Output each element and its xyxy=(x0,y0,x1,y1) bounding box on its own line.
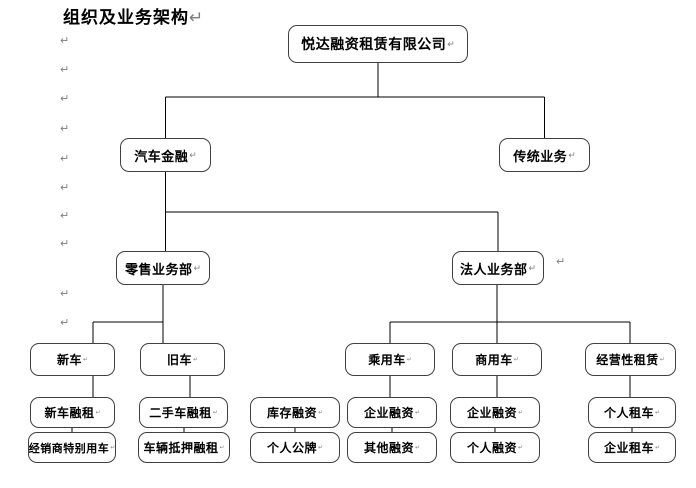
org-box-personal-public-plate[interactable]: 个人公牌↵ xyxy=(250,432,340,463)
paragraph-mark: ↵ xyxy=(60,182,70,194)
paragraph-mark: ↵ xyxy=(60,153,70,165)
org-box-used-car-finance-lease[interactable]: 二手车融租↵ xyxy=(139,397,228,428)
paragraph-mark: ↵ xyxy=(654,445,661,451)
paragraph-mark: ↵ xyxy=(556,256,566,268)
box-label: 企业租车 xyxy=(603,441,654,455)
org-box-used-car[interactable]: 旧车↵ xyxy=(140,343,225,376)
box-label: 零售业务部 xyxy=(124,261,193,277)
paragraph-mark: ↵ xyxy=(110,445,116,451)
paragraph-mark: ↵ xyxy=(60,123,70,135)
paragraph-mark: ↵ xyxy=(654,410,661,416)
paragraph-mark: ↵ xyxy=(447,38,455,49)
paragraph-mark: ↵ xyxy=(317,410,324,416)
box-label: 传统业务 xyxy=(513,148,568,164)
org-box-vehicle-mortgage-lease[interactable]: 车辆抵押融租↵ xyxy=(138,432,230,463)
box-label: 经营性租赁 xyxy=(596,353,659,367)
box-label: 库存融资 xyxy=(266,406,317,420)
org-box-inventory-financing[interactable]: 库存融资↵ xyxy=(250,397,340,428)
box-label: 新车融租 xyxy=(44,406,95,420)
paragraph-mark: ↵ xyxy=(406,357,412,363)
paragraph-mark: ↵ xyxy=(189,149,197,160)
paragraph-mark: ↵ xyxy=(189,8,205,27)
paragraph-mark: ↵ xyxy=(414,410,421,416)
box-label: 个人租车 xyxy=(603,406,654,420)
box-label: 车辆抵押融租 xyxy=(143,441,219,455)
org-box-enterprise-financing-commercial[interactable]: 企业融资↵ xyxy=(450,397,540,428)
box-label: 汽车金融 xyxy=(134,148,189,164)
paragraph-mark: ↵ xyxy=(659,357,665,363)
paragraph-mark: ↵ xyxy=(60,35,70,47)
org-box-enterprise-financing-passenger[interactable]: 企业融资↵ xyxy=(347,397,437,428)
page-title: 组织及业务架构↵ xyxy=(63,3,204,28)
paragraph-mark: ↵ xyxy=(212,410,218,416)
paragraph-mark: ↵ xyxy=(317,445,324,451)
paragraph-mark: ↵ xyxy=(60,238,70,250)
paragraph-mark: ↵ xyxy=(517,410,524,416)
org-box-dealer-special-vehicle[interactable]: 经销商特别用车↵ xyxy=(28,432,116,463)
box-label: 个人公牌 xyxy=(266,441,317,455)
paragraph-mark: ↵ xyxy=(568,149,576,160)
box-label: 个人融资 xyxy=(466,441,517,455)
org-box-new-car-finance-lease[interactable]: 新车融租↵ xyxy=(30,397,115,428)
org-box-other-financing[interactable]: 其他融资↵ xyxy=(347,432,437,463)
org-box-personal-car-rental[interactable]: 个人租车↵ xyxy=(588,397,676,428)
org-box-root[interactable]: 悦达融资租赁有限公司↵ xyxy=(288,25,468,63)
paragraph-mark: ↵ xyxy=(82,357,89,363)
paragraph-mark: ↵ xyxy=(193,262,202,273)
org-box-auto-finance[interactable]: 汽车金融↵ xyxy=(120,138,211,172)
paragraph-mark: ↵ xyxy=(95,410,101,416)
box-label: 企业融资 xyxy=(363,406,414,420)
paragraph-mark: ↵ xyxy=(60,317,70,329)
paragraph-mark: ↵ xyxy=(60,288,70,300)
org-box-new-car[interactable]: 新车↵ xyxy=(30,343,115,376)
paragraph-mark: ↵ xyxy=(192,357,199,363)
box-label: 新车 xyxy=(56,353,82,367)
paragraph-mark: ↵ xyxy=(517,445,524,451)
box-label: 商用车 xyxy=(475,353,513,367)
paragraph-mark: ↵ xyxy=(414,445,421,451)
paragraph-mark: ↵ xyxy=(60,210,70,222)
box-label: 法人业务部 xyxy=(459,261,528,277)
org-box-retail-dept[interactable]: 零售业务部↵ xyxy=(116,251,210,285)
box-label: 企业融资 xyxy=(466,406,517,420)
org-box-enterprise-car-rental[interactable]: 企业租车↵ xyxy=(588,432,676,463)
org-box-corporate-dept[interactable]: 法人业务部↵ xyxy=(452,251,544,285)
box-label: 悦达融资租赁有限公司 xyxy=(301,36,447,52)
paragraph-mark: ↵ xyxy=(513,357,519,363)
org-box-commercial-car[interactable]: 商用车↵ xyxy=(452,343,542,376)
title-text: 组织及业务架构 xyxy=(63,8,189,27)
org-box-personal-financing[interactable]: 个人融资↵ xyxy=(450,432,540,463)
org-box-operating-lease[interactable]: 经营性租赁↵ xyxy=(585,343,676,376)
paragraph-mark: ↵ xyxy=(528,262,537,273)
paragraph-mark: ↵ xyxy=(219,445,225,451)
box-label: 乘用车 xyxy=(368,353,406,367)
paragraph-mark: ↵ xyxy=(60,93,70,105)
box-label: 旧车 xyxy=(166,353,192,367)
org-box-traditional-business[interactable]: 传统业务↵ xyxy=(499,138,590,172)
org-box-passenger-car[interactable]: 乘用车↵ xyxy=(345,343,435,376)
box-label: 二手车融租 xyxy=(149,406,212,420)
paragraph-mark: ↵ xyxy=(60,64,70,76)
box-label: 经销商特别用车 xyxy=(28,442,110,455)
box-label: 其他融资 xyxy=(363,441,414,455)
